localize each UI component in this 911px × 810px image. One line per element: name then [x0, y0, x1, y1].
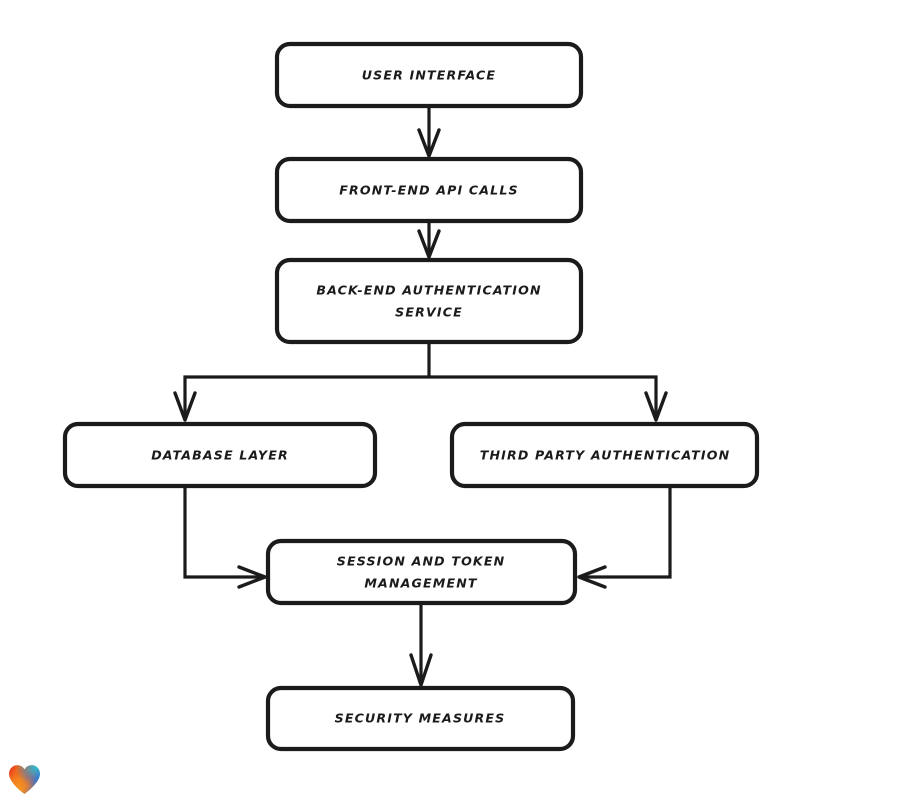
- node-session-and-token-management-label-line1: SESSION AND TOKEN: [337, 554, 506, 569]
- node-user-interface[interactable]: USER INTERFACE: [274, 41, 584, 109]
- node-front-end-api-calls-label: FRONT-END API CALLS: [339, 183, 519, 198]
- node-back-end-authentication-service-label-line1: BACK-END AUTHENTICATION: [316, 283, 541, 298]
- node-back-end-authentication-service-shape[interactable]: [274, 257, 584, 345]
- node-database-layer-shape[interactable]: [62, 421, 378, 489]
- node-back-end-authentication-service[interactable]: BACK-END AUTHENTICATION SERVICE: [274, 257, 584, 345]
- node-front-end-api-calls[interactable]: FRONT-END API CALLS: [274, 156, 584, 224]
- node-session-and-token-management-label-line2: MANAGEMENT: [364, 576, 478, 591]
- node-session-and-token-management[interactable]: SESSION AND TOKEN MANAGEMENT: [265, 538, 578, 606]
- edge-api-to-backend: [417, 221, 441, 259]
- node-session-and-token-management-shape[interactable]: [265, 538, 578, 606]
- edge-database-to-session: [183, 486, 267, 589]
- nodes-layer: USER INTERFACE FRONT-END API CALLS BACK-…: [62, 41, 760, 752]
- heart-logo-fill: [9, 765, 40, 794]
- node-security-measures-label: SECURITY MEASURES: [335, 711, 506, 726]
- edge-thirdparty-to-session: [577, 486, 672, 589]
- node-user-interface-label: USER INTERFACE: [362, 68, 496, 83]
- node-front-end-api-calls-shape[interactable]: [274, 156, 584, 224]
- heart-logo-icon: [9, 765, 40, 794]
- node-security-measures-shape[interactable]: [265, 685, 576, 752]
- edge-ui-to-api: [417, 106, 441, 158]
- edge-backend-to-thirdparty: [429, 375, 668, 422]
- node-third-party-authentication-label: THIRD PARTY AUTHENTICATION: [480, 448, 731, 463]
- node-third-party-authentication-shape[interactable]: [449, 421, 760, 489]
- edge-session-to-security: [409, 603, 433, 687]
- node-security-measures[interactable]: SECURITY MEASURES: [265, 685, 576, 752]
- node-back-end-authentication-service-label-line2: SERVICE: [395, 305, 463, 320]
- node-database-layer[interactable]: DATABASE LAYER: [62, 421, 378, 489]
- edge-backend-to-database: [173, 375, 429, 422]
- edges-layer: [173, 106, 672, 687]
- node-user-interface-shape[interactable]: [274, 41, 584, 109]
- node-database-layer-label: DATABASE LAYER: [151, 448, 289, 463]
- node-third-party-authentication[interactable]: THIRD PARTY AUTHENTICATION: [449, 421, 760, 489]
